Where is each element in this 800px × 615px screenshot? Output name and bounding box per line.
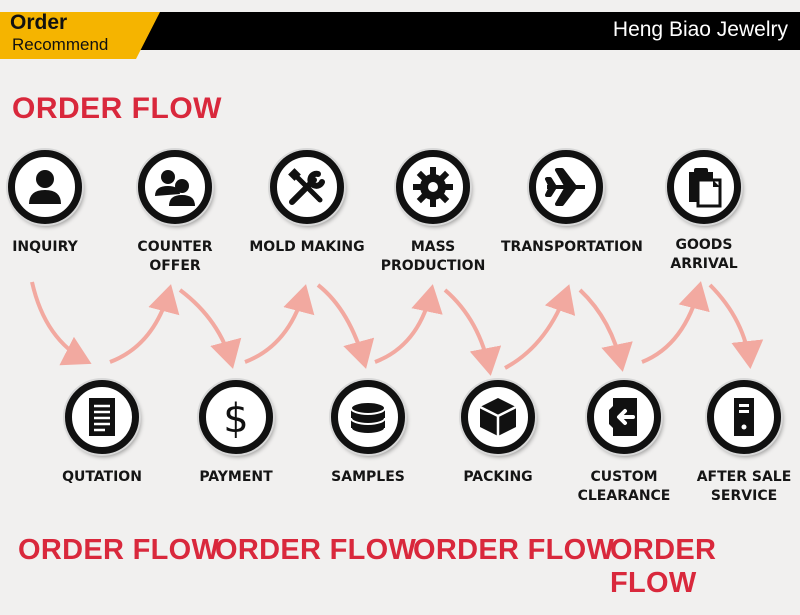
step-label: CUSTOM CLEARANCE xyxy=(577,469,671,504)
tools-icon xyxy=(270,150,344,224)
tab-subtitle: Recommend xyxy=(12,35,109,54)
footer-order-flow: ORDER FLOW xyxy=(215,534,417,566)
arrow-payment-to-mold xyxy=(244,284,315,364)
footer-order-flow: ORDER FLOW xyxy=(413,534,615,566)
people-icon xyxy=(138,150,212,224)
box-icon xyxy=(461,380,535,454)
airplane-icon xyxy=(529,150,603,224)
person-icon xyxy=(8,150,82,224)
dollar-icon: $ xyxy=(199,380,273,454)
arrow-qutation-to-counter xyxy=(109,284,180,364)
order-recommend-tab xyxy=(0,12,160,59)
arrow-mold-to-samples xyxy=(316,283,375,369)
service-cabinet-icon xyxy=(707,380,781,454)
arrow-inquiry-to-qutation xyxy=(30,281,92,366)
tab-title: Order xyxy=(10,11,68,34)
step-label: SAMPLES xyxy=(331,469,405,485)
step-label: GOODS ARRIVAL xyxy=(670,237,738,272)
step-label: QUTATION xyxy=(62,469,142,485)
step-label: COUNTER OFFER xyxy=(137,239,213,274)
step-label: TRANSPORTATION xyxy=(501,239,643,255)
document-icon xyxy=(65,380,139,454)
gear-icon xyxy=(396,150,470,224)
step-label: PAYMENT xyxy=(199,469,273,485)
clipboard-icon xyxy=(667,150,741,224)
step-label: PACKING xyxy=(463,469,533,485)
svg-text:$: $ xyxy=(223,396,248,440)
step-label: MOLD MAKING xyxy=(249,239,365,255)
arrow-custom-to-goods xyxy=(641,281,710,364)
brand-name: Heng Biao Jewelry xyxy=(612,18,788,41)
footer-order-flow: ORDER FLOW xyxy=(18,534,220,566)
footer-order-flow: ORDER FLOW xyxy=(610,534,717,599)
arrow-goods-to-aftersale xyxy=(708,283,764,369)
arrow-packing-to-transport xyxy=(504,284,576,370)
arrow-samples-to-mass xyxy=(374,284,443,364)
arrow-counter-to-payment xyxy=(178,288,242,369)
step-label: AFTER SALE SERVICE xyxy=(696,469,792,504)
page-title: ORDER FLOW xyxy=(12,92,222,125)
exit-door-icon xyxy=(587,380,661,454)
arrow-mass-to-packing xyxy=(443,288,502,376)
step-label: INQUIRY xyxy=(12,239,78,255)
step-label: MASS PRODUCTION xyxy=(380,239,486,274)
coins-stack-icon xyxy=(331,380,405,454)
arrow-transport-to-custom xyxy=(578,288,633,372)
